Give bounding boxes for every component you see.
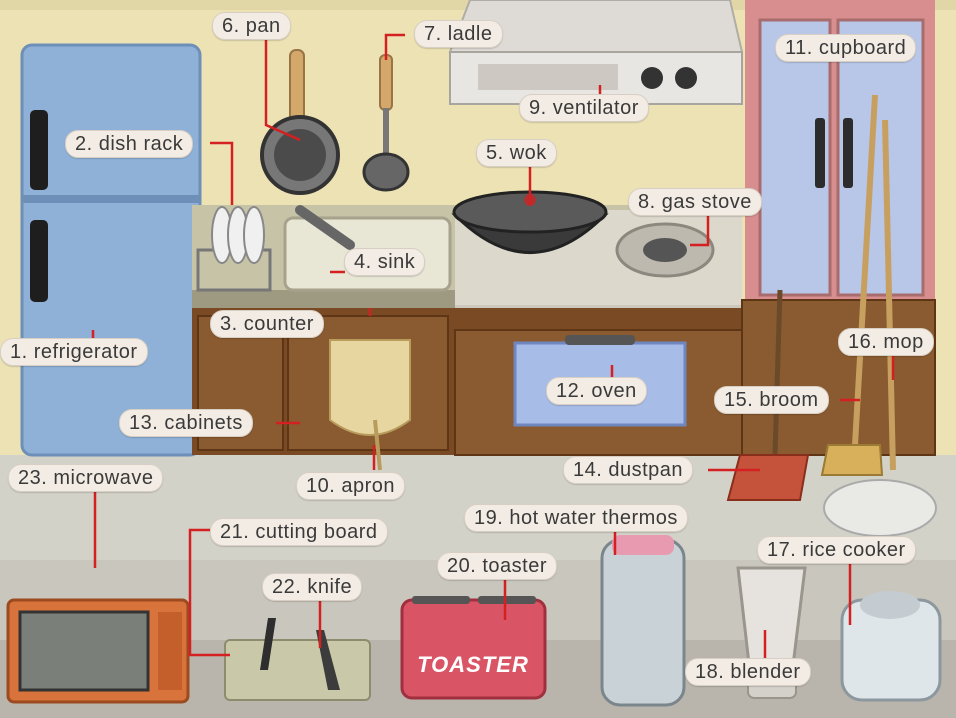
label-oven: 12. oven: [546, 377, 647, 405]
wok-illustration: [451, 190, 609, 254]
label-broom: 15. broom: [714, 386, 829, 414]
broom-illustration: [820, 94, 884, 476]
microwave-illustration: [6, 598, 190, 704]
apron-illustration: [329, 339, 411, 471]
ventilator-illustration: [448, 0, 744, 105]
label-apron: 10. apron: [296, 472, 406, 500]
dustpan-illustration: [726, 289, 810, 501]
label-wok: 5. wok: [476, 139, 557, 167]
label-rice-cooker: 17. rice cooker: [757, 536, 916, 564]
label-ladle: 7. ladle: [414, 20, 503, 48]
pan-illustration: [260, 49, 340, 195]
label-leader-lines: [91, 33, 895, 660]
label-pan: 6. pan: [212, 12, 291, 40]
label-sink: 4. sink: [344, 248, 426, 276]
label-gas-stove: 8. gas stove: [628, 188, 762, 216]
rice-cooker-illustration: [840, 591, 942, 702]
toaster-brand-text: TOASTER: [417, 652, 529, 677]
label-hot-water-thermos: 19. hot water thermos: [464, 504, 688, 532]
label-microwave: 23. microwave: [8, 464, 164, 492]
knife-illustration: [260, 618, 340, 690]
label-mop: 16. mop: [838, 328, 934, 356]
label-ventilator: 9. ventilator: [519, 94, 649, 122]
mop-illustration: [823, 119, 937, 537]
label-knife: 22. knife: [262, 573, 363, 601]
label-refrigerator: 1. refrigerator: [0, 338, 148, 366]
label-blender: 18. blender: [685, 658, 811, 686]
hot-water-thermos-illustration: [600, 535, 686, 707]
label-dish-rack: 2. dish rack: [65, 130, 194, 158]
label-cabinets: 13. cabinets: [119, 409, 253, 437]
ladle-illustration: [362, 54, 410, 192]
label-cutting-board: 21. cutting board: [210, 518, 388, 546]
label-dustpan: 14. dustpan: [563, 456, 694, 484]
label-counter: 3. counter: [210, 310, 324, 338]
dish-rack-illustration: [196, 206, 272, 292]
label-toaster: 20. toaster: [437, 552, 558, 580]
cutting-board-illustration: [224, 639, 371, 701]
refrigerator-illustration: [20, 43, 202, 457]
label-cupboard: 11. cupboard: [775, 34, 917, 62]
toaster-illustration: [400, 596, 547, 700]
